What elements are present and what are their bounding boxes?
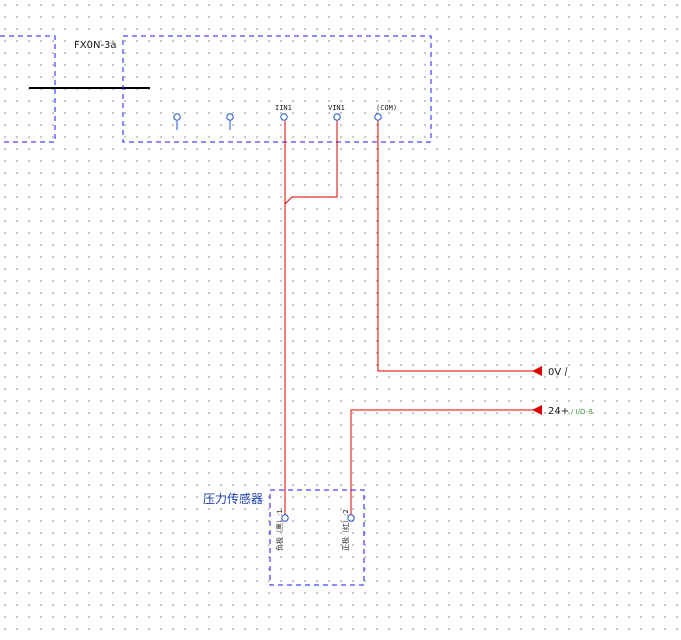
terminal-com-label: (COM) <box>376 104 397 112</box>
terminal-t1[interactable] <box>173 113 181 130</box>
rail-0v-arrow-icon <box>532 366 542 376</box>
sensor-pin1-icon[interactable] <box>281 514 289 522</box>
sensor-pin2-label: 正极（红）:2 <box>341 509 350 551</box>
rail-24v-ref[interactable]: / I/O-8 <box>571 408 593 416</box>
terminal-t1-icon <box>173 113 181 121</box>
wire-vin1-jumper[interactable] <box>284 121 338 205</box>
terminal-iin1-label: IIN1 <box>275 104 292 112</box>
module-label: FX0N-3a <box>74 40 117 51</box>
wires <box>284 121 540 518</box>
sensor-pin2-icon[interactable] <box>347 514 355 522</box>
wire-com-to-0v[interactable] <box>377 121 540 372</box>
rail-0v-label: 0V <box>548 367 561 378</box>
pressure-sensor[interactable]: 压力传感器 负极（黑）:1 正极（红）:2 <box>203 489 365 586</box>
terminal-iin1-icon <box>280 113 288 121</box>
rail-24v-label: 24+ <box>548 406 569 417</box>
sensor-box <box>269 489 365 586</box>
terminal-t2-icon <box>226 113 234 121</box>
sensor-pin1-label: 负极（黑）:1 <box>275 509 284 551</box>
terminal-vin1-label: VIN1 <box>328 104 345 112</box>
terminal-com[interactable]: (COM) <box>374 104 397 121</box>
fx0n-module-box[interactable] <box>122 35 432 143</box>
rail-24v-arrow-icon <box>532 405 542 415</box>
sensor-title: 压力传感器 <box>203 491 263 506</box>
terminal-iin1[interactable]: IIN1 <box>275 104 292 121</box>
terminal-t2[interactable] <box>226 113 234 130</box>
rail-0v-tick <box>564 366 568 377</box>
terminal-com-icon <box>374 113 382 121</box>
terminal-vin1-icon <box>333 113 341 121</box>
terminal-vin1[interactable]: VIN1 <box>328 104 345 121</box>
wire-24v-to-sensor[interactable] <box>350 409 540 518</box>
